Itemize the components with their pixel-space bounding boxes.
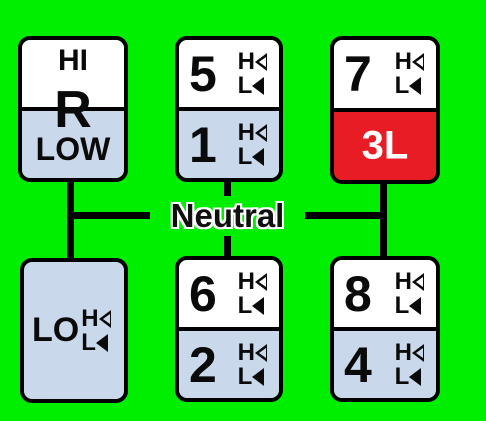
gear-4-label: 4 bbox=[344, 336, 372, 393]
triangle-filled-icon bbox=[95, 333, 108, 352]
gear-2-label: 2 bbox=[189, 336, 217, 393]
reverse-low-label: LOW bbox=[35, 131, 111, 167]
triangle-filled-icon bbox=[252, 147, 265, 166]
triangle-outline-icon bbox=[412, 272, 424, 291]
lo-range-indicator: H L bbox=[81, 304, 111, 356]
range-l-label: L bbox=[81, 328, 96, 356]
reverse-r-label: R bbox=[54, 81, 92, 139]
range-l-label: L bbox=[394, 291, 410, 319]
gear-2-range-indicator: H L bbox=[237, 338, 267, 390]
range-h-label: H bbox=[394, 338, 412, 366]
triangle-filled-icon bbox=[252, 296, 265, 315]
range-h-label: H bbox=[81, 304, 99, 332]
right-gate-line bbox=[380, 180, 387, 260]
gear-8-panel: 8 H L bbox=[334, 260, 436, 331]
reverse-hi-label: HI bbox=[58, 44, 88, 77]
range-h-label: H bbox=[237, 118, 255, 146]
gear-8-4-gate: 8 H L 4 H L bbox=[330, 256, 440, 402]
gear-1-range-indicator: H L bbox=[237, 118, 267, 170]
range-l-label: L bbox=[237, 362, 253, 390]
range-h-label: H bbox=[394, 267, 412, 295]
range-h-label: H bbox=[237, 267, 255, 295]
left-gate-line bbox=[67, 178, 74, 260]
reverse-hi-panel: HI bbox=[22, 40, 124, 111]
range-l-label: L bbox=[237, 142, 253, 170]
range-l-label: L bbox=[237, 291, 253, 319]
triangle-filled-icon bbox=[409, 296, 422, 315]
gear-5-panel: 5 H L bbox=[179, 40, 279, 111]
gear-6-label: 6 bbox=[189, 265, 217, 322]
triangle-outline-icon bbox=[98, 309, 111, 328]
gear-5-1-gate: 5 H L 1 H L bbox=[175, 36, 283, 182]
gear-7-panel: 7 H L bbox=[334, 40, 436, 112]
range-l-label: L bbox=[237, 71, 253, 99]
triangle-filled-icon bbox=[409, 77, 422, 95]
lo-content: LO H L bbox=[32, 304, 111, 356]
range-h-label: H bbox=[237, 338, 255, 366]
triangle-outline-icon bbox=[412, 343, 424, 362]
gear-2-panel: 2 H L bbox=[179, 331, 279, 398]
gear-8-label: 8 bbox=[344, 265, 372, 322]
neutral-label: Neutral bbox=[150, 196, 305, 236]
triangle-filled-icon bbox=[252, 367, 265, 386]
range-h-label: H bbox=[394, 48, 412, 75]
gear-4-panel: 4 H L bbox=[334, 331, 436, 398]
triangle-filled-icon bbox=[409, 367, 422, 386]
triangle-outline-icon bbox=[255, 343, 267, 362]
reverse-low-panel: LOW bbox=[22, 111, 124, 178]
gear-1-panel: 1 H L bbox=[179, 111, 279, 178]
gear-5-label: 5 bbox=[189, 45, 217, 102]
triangle-outline-icon bbox=[412, 53, 424, 71]
gear-3l-panel: 3L bbox=[334, 112, 436, 180]
lo-gate: LO H L bbox=[20, 258, 128, 403]
gear-6-2-gate: 6 H L 2 H L bbox=[175, 256, 283, 402]
triangle-filled-icon bbox=[252, 76, 265, 95]
triangle-outline-icon bbox=[255, 123, 267, 142]
gear-8-range-indicator: H L bbox=[394, 267, 424, 319]
triangle-outline-icon bbox=[255, 52, 267, 71]
gear-7-range-indicator: H L bbox=[395, 50, 424, 98]
gear-1-label: 1 bbox=[189, 116, 217, 173]
gear-3l-label: 3L bbox=[361, 123, 409, 168]
gear-7-label: 7 bbox=[344, 46, 372, 102]
range-l-label: L bbox=[394, 362, 410, 390]
gear-4-range-indicator: H L bbox=[394, 338, 424, 390]
gear-7-3l-gate: 7 H L 3L bbox=[330, 36, 440, 184]
reverse-gate: HI LOW R bbox=[18, 36, 128, 182]
gear-6-range-indicator: H L bbox=[237, 267, 267, 319]
range-l-label: L bbox=[394, 72, 410, 99]
gear-6-panel: 6 H L bbox=[179, 260, 279, 331]
gear-5-range-indicator: H L bbox=[237, 47, 267, 99]
range-h-label: H bbox=[237, 47, 255, 75]
lo-label: LO bbox=[32, 311, 80, 349]
triangle-outline-icon bbox=[255, 272, 267, 291]
